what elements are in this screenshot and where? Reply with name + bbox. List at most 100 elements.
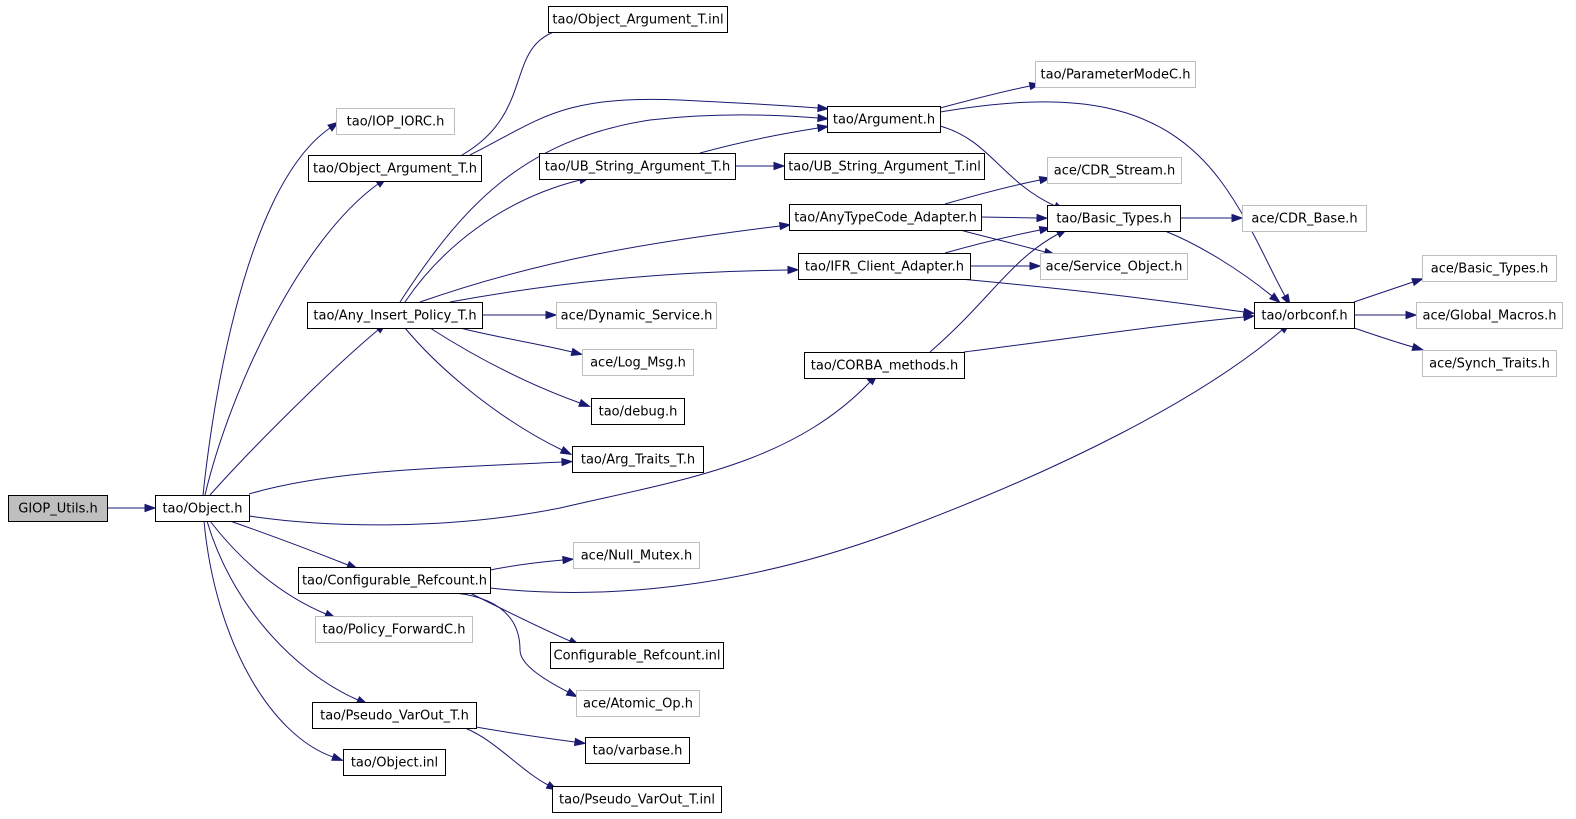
edge-line [489, 329, 1283, 593]
node-tao-ub-string-argument-t[interactable]: tao/UB_String_Argument_T.h [539, 153, 736, 180]
node-tao-object-inl[interactable]: tao/Object.inl [343, 749, 446, 776]
edge-tao_any_insert_policy_t-to-ace_dynamic_service [482, 310, 558, 320]
node-box [572, 446, 704, 473]
node-box [1422, 255, 1557, 282]
edge-arrowhead [817, 103, 830, 113]
node-box [573, 542, 700, 569]
edge-tao_corba_methods-to-tao_orbconf [963, 312, 1256, 353]
node-tao-basic-types[interactable]: tao/Basic_Types.h [1047, 205, 1181, 232]
node-ace-log-msg[interactable]: ace/Log_Msg.h [582, 349, 694, 376]
edge-tao_any_insert_policy_t-to-tao_debug [429, 327, 591, 407]
node-tao-object[interactable]: tao/Object.h [155, 495, 250, 522]
node-tao-configurable-refcount[interactable]: tao/Configurable_Refcount.h [298, 567, 491, 594]
edge-arrowhead [1231, 213, 1244, 223]
node-label: ace/Dynamic_Service.h [561, 309, 713, 324]
node-tao-debug[interactable]: tao/debug.h [591, 398, 685, 425]
edge-tao_object_argument_t-to-tao_object_argument_t_inl [461, 23, 580, 156]
edge-arrowhead [778, 221, 792, 231]
node-label: tao/CORBA_methods.h [811, 359, 958, 374]
node-box [1047, 205, 1181, 232]
node-ace-global-macros[interactable]: ace/Global_Macros.h [1416, 302, 1563, 329]
node-giop-utils[interactable]: GIOP_Utils.h [8, 495, 108, 522]
node-ace-cdr-stream[interactable]: ace/CDR_Stream.h [1047, 157, 1182, 184]
edge-tao_object-to-tao_pseudo_varout_t [206, 520, 369, 705]
edge-line [939, 101, 1286, 297]
node-box [8, 495, 108, 522]
node-tao-anytypecode-adapter[interactable]: tao/AnyTypeCode_Adapter.h [789, 204, 982, 231]
node-label: tao/Policy_ForwardC.h [322, 623, 465, 638]
node-box [582, 349, 694, 376]
edge-tao_ub_string_argument_t-to-tao_ub_string_argument_t_inl [735, 161, 786, 171]
edge-line [459, 327, 573, 353]
edge-tao_anytypecode_adapter-to-tao_basic_types [980, 213, 1049, 223]
edge-arrowhead [562, 555, 575, 565]
edge-tao_ifr_client_adapter-to-tao_orbconf [959, 278, 1256, 317]
edge-tao_any_insert_policy_t-to-tao_argument [399, 113, 830, 303]
edge-line [404, 179, 581, 303]
node-box [155, 495, 250, 522]
node-tao-object-argument-t[interactable]: tao/Object_Argument_T.h [308, 155, 482, 182]
edge-tao_orbconf-to-ace_synch_traits [1353, 327, 1425, 351]
node-configurable-refcount-inl[interactable]: Configurable_Refcount.inl [550, 642, 724, 669]
edge-line [475, 726, 576, 743]
node-ace-cdr-base[interactable]: ace/CDR_Base.h [1242, 205, 1367, 232]
node-tao-ifr-client-adapter[interactable]: tao/IFR_Client_Adapter.h [798, 253, 971, 280]
node-tao-parametermodec[interactable]: tao/ParameterModeC.h [1035, 61, 1196, 88]
node-box [1422, 350, 1557, 377]
node-ace-basic-types[interactable]: ace/Basic_Types.h [1422, 255, 1557, 282]
edge-line [980, 216, 1038, 219]
edge-arrowhead [1411, 342, 1425, 351]
edge-arrowhead [787, 265, 800, 275]
edge-line [489, 559, 564, 571]
node-label: ace/Service_Object.h [1046, 260, 1183, 275]
node-tao-iop-iorc[interactable]: tao/IOP_IORC.h [336, 108, 455, 135]
node-tao-varbase[interactable]: tao/varbase.h [585, 737, 690, 764]
node-box [784, 153, 985, 180]
node-tao-argument[interactable]: tao/Argument.h [827, 106, 941, 133]
node-label: tao/Object_Argument_T.h [313, 162, 477, 177]
node-label: tao/ParameterModeC.h [1041, 68, 1191, 83]
node-label: tao/Object.inl [351, 756, 438, 771]
edge-line [248, 461, 563, 495]
edge-arrowhead [1405, 310, 1418, 320]
edge-arrowhead [327, 121, 340, 132]
node-ace-atomic-op[interactable]: ace/Atomic_Op.h [576, 690, 700, 717]
edge-line [699, 127, 819, 154]
node-tao-orbconf[interactable]: tao/orbconf.h [1254, 302, 1355, 329]
edge-tao_any_insert_policy_t-to-tao_arg_traits_t [404, 327, 573, 456]
edge-tao_object-to-tao_object_inl [203, 520, 344, 761]
node-box [1416, 302, 1563, 329]
node-tao-ub-string-argument-t-inl[interactable]: tao/UB_String_Argument_T.inl [784, 153, 985, 180]
edge-line [959, 278, 1245, 313]
node-ace-service-object[interactable]: ace/Service_Object.h [1040, 253, 1188, 280]
edge-arrowhead [573, 737, 587, 747]
node-label: tao/Arg_Traits_T.h [581, 453, 695, 468]
node-box [298, 567, 491, 594]
node-box [798, 253, 971, 280]
node-ace-dynamic-service[interactable]: ace/Dynamic_Service.h [556, 302, 717, 329]
node-tao-corba-methods[interactable]: tao/CORBA_methods.h [804, 352, 965, 379]
node-box [576, 690, 700, 717]
node-ace-null-mutex[interactable]: ace/Null_Mutex.h [573, 542, 700, 569]
edge-line [1353, 327, 1414, 348]
edge-line [399, 114, 819, 303]
node-tao-object-argument-t-inl[interactable]: tao/Object_Argument_T.inl [548, 6, 728, 33]
node-label: tao/debug.h [599, 405, 678, 420]
node-tao-policy-forwardc[interactable]: tao/Policy_ForwardC.h [315, 616, 473, 643]
node-tao-pseudo-varout-t-inl[interactable]: tao/Pseudo_VarOut_T.inl [552, 786, 722, 813]
node-tao-arg-traits-t[interactable]: tao/Arg_Traits_T.h [572, 446, 704, 473]
node-label: ace/CDR_Stream.h [1054, 164, 1176, 179]
edge-line [461, 27, 569, 156]
edge-arrowhead [1268, 292, 1281, 304]
node-tao-pseudo-varout-t[interactable]: tao/Pseudo_VarOut_T.h [312, 702, 477, 729]
node-box [585, 737, 690, 764]
node-label: tao/Configurable_Refcount.h [302, 574, 487, 589]
edge-line [1164, 230, 1273, 297]
node-tao-any-insert-policy-t[interactable]: tao/Any_Insert_Policy_T.h [307, 302, 483, 329]
node-ace-synch-traits[interactable]: ace/Synch_Traits.h [1422, 350, 1557, 377]
edge-tao_orbconf-to-ace_global_macros [1354, 310, 1418, 320]
edge-line [209, 329, 379, 496]
edge-arrowhead [331, 752, 344, 761]
node-box [539, 153, 736, 180]
